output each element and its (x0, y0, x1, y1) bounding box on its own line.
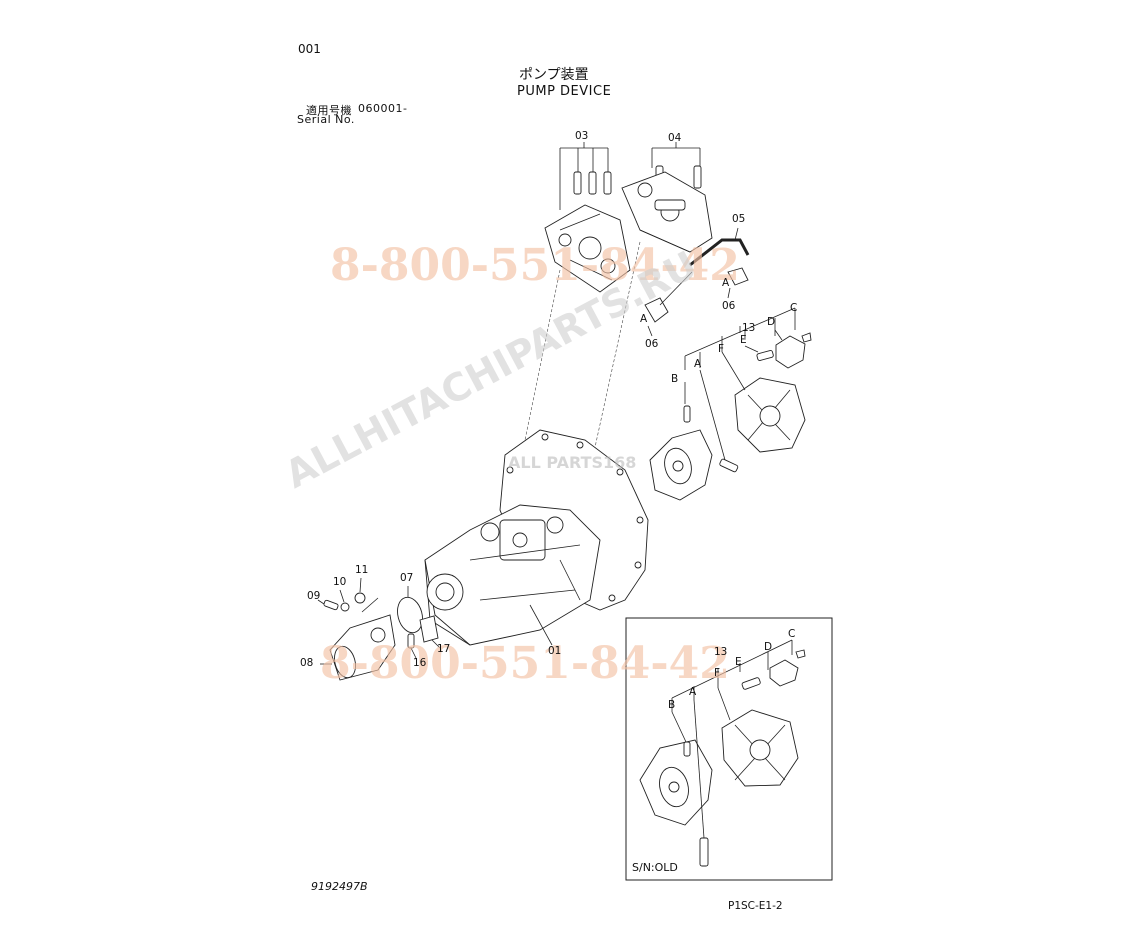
pin-icon (801, 332, 812, 343)
drawing-number: 9192497B (311, 880, 368, 893)
callout-F: F (718, 343, 725, 355)
bolt-icon (693, 165, 702, 189)
bolt-icon (719, 458, 739, 473)
coupling-hub-icon (639, 739, 713, 826)
bolt-icon (573, 171, 612, 195)
callout-B: B (671, 373, 679, 385)
inset-label: S/N:OLD (632, 861, 678, 874)
coupling-hub-icon (649, 429, 713, 501)
regulator-valve-icon (544, 204, 631, 293)
callout-06: 06 (645, 338, 659, 350)
nut-icon (354, 592, 366, 604)
callout-05: 05 (732, 213, 746, 225)
callout-11: 11 (355, 564, 369, 576)
callout-F: F (714, 667, 721, 679)
bolt-icon (741, 677, 761, 690)
stopper-block-icon (769, 659, 799, 687)
bolt-icon (407, 633, 415, 649)
bolt-icon (323, 599, 339, 611)
pin-icon (795, 649, 806, 659)
callout-E: E (735, 656, 742, 668)
callout-01: 01 (548, 645, 562, 657)
callout-17: 17 (437, 643, 451, 655)
callout-13: 13 (714, 646, 728, 658)
serial-label-en: Serial No. (297, 113, 355, 126)
o-ring-icon (397, 596, 423, 634)
callout-06: 06 (722, 300, 736, 312)
coupling-element-icon (734, 377, 806, 453)
callout-10: 10 (333, 576, 347, 588)
page-code: 001 (298, 42, 321, 56)
title-english: PUMP DEVICE (517, 84, 612, 99)
bolt-icon (683, 405, 691, 423)
page-reference: P1SC-E1-2 (728, 900, 783, 912)
coupling-element-icon (721, 709, 799, 787)
serial-value: 060001- (358, 102, 408, 115)
bolt-icon (699, 837, 709, 867)
callout-09: 09 (307, 590, 321, 602)
callout-08: 08 (300, 657, 314, 669)
pipe-icon (689, 238, 750, 267)
bolt-icon (683, 741, 691, 757)
inset-box (625, 617, 833, 881)
callout-D: D (767, 316, 776, 328)
bolt-icon (756, 350, 774, 361)
callout-16: 16 (413, 657, 427, 669)
elbow-fitting-icon (644, 267, 749, 323)
callout-C: C (790, 302, 798, 314)
callout-07: 07 (400, 572, 414, 584)
callout-D: D (764, 641, 773, 653)
callout-03: 03 (575, 130, 589, 142)
stopper-block-icon (775, 335, 806, 369)
callout-A: A (694, 358, 702, 370)
callout-A: A (689, 686, 697, 698)
main-pump-icon (424, 504, 601, 646)
washer-icon (340, 602, 350, 612)
callout-13: 13 (742, 322, 756, 334)
callout-A: A (640, 313, 648, 325)
callout-B: B (668, 699, 676, 711)
title-japanese: ポンプ装置 (519, 67, 589, 83)
serial-label-jp: 適用号機 (306, 104, 352, 117)
callout-04: 04 (668, 132, 682, 144)
gasket-icon (419, 615, 439, 643)
regulator-valve-icon (621, 171, 713, 253)
callout-A: A (722, 277, 730, 289)
callout-C: C (788, 628, 796, 640)
callout-E: E (740, 334, 747, 346)
gear-pump-icon (329, 614, 396, 681)
